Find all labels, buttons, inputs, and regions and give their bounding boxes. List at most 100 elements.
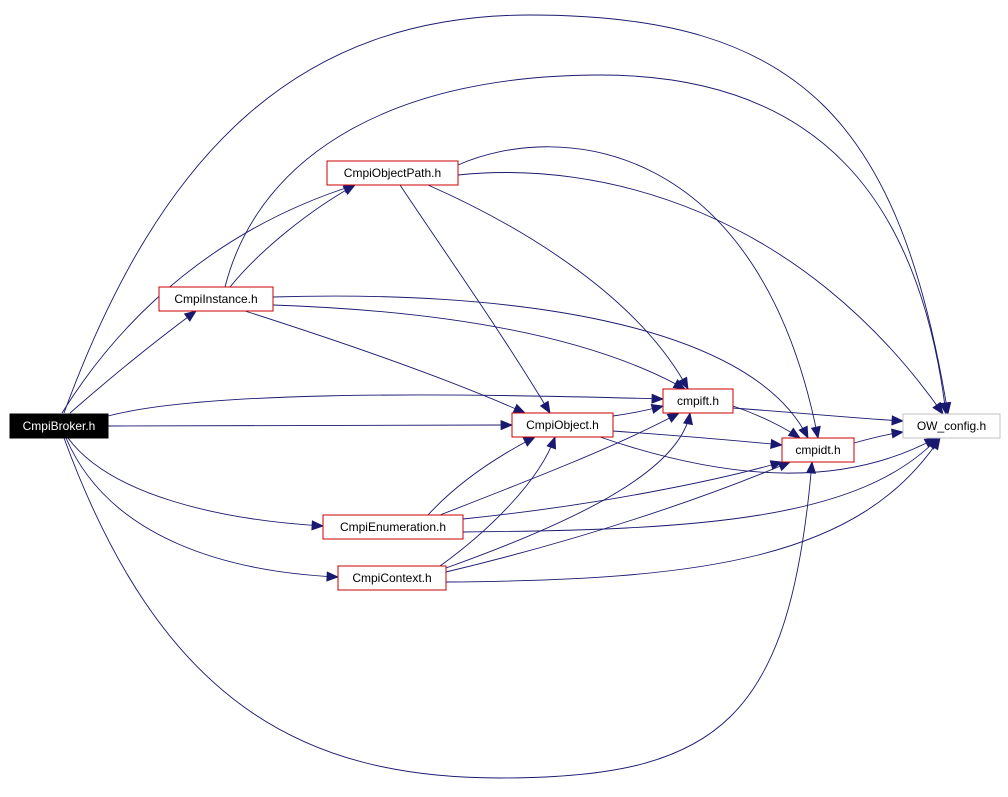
edge-cmpidt-to-ow-config [853, 428, 905, 444]
edge-cmpiinstance-to-ow-config [224, 74, 950, 416]
nodes-layer: CmpiBroker.h CmpiObjectPath.h CmpiInstan… [9, 160, 1001, 591]
node-cmpiobjectpath-box [326, 160, 459, 186]
node-cmpiobject-box [511, 412, 614, 438]
node-ow-config-box [902, 413, 1001, 439]
edge-cmpicontext-to-cmpidt [445, 461, 791, 573]
edge-line [457, 146, 819, 439]
edge-cmpibroker-to-cmpidt [63, 437, 817, 779]
edge-line [599, 436, 937, 474]
node-ow-config-label: OW_config.h [917, 419, 986, 433]
edge-cmpicontext-to-cmpift [445, 411, 694, 569]
edge-cmpiobjectpath-to-cmpiobject [399, 184, 551, 414]
edge-line [399, 184, 551, 414]
node-cmpift-label: cmpift.h [677, 394, 719, 408]
edge-line [63, 437, 813, 779]
node-cmpibroker-label: CmpiBroker.h [23, 419, 96, 433]
node-cmpiinstance-box [158, 286, 274, 312]
node-cmpicontext[interactable]: CmpiContext.h [337, 565, 447, 591]
edge-cmpiinstance-to-cmpidt [272, 295, 809, 439]
edge-cmpicontext-to-cmpiobject [439, 436, 557, 567]
edge-arrowhead [787, 427, 801, 439]
edge-line [229, 184, 356, 288]
node-cmpiinstance-label: CmpiInstance.h [174, 292, 257, 306]
edge-cmpienumeration-to-cmpiobject [427, 436, 536, 516]
edge-arrowhead [342, 184, 356, 196]
edge-line [612, 430, 783, 446]
edge-line [457, 172, 944, 415]
edge-cmpibroker-to-cmpift [107, 393, 665, 417]
edge-cmpibroker-to-cmpicontext [65, 437, 340, 582]
edge-arrowhead [683, 411, 694, 426]
node-cmpiinstance[interactable]: CmpiInstance.h [158, 286, 274, 312]
edge-arrowhead [311, 520, 325, 531]
edge-arrowhead [546, 436, 557, 450]
edge-arrowhead [891, 428, 905, 439]
edge-line [69, 310, 197, 414]
edge-cmpiobject-to-ow-config [599, 436, 937, 474]
edge-arrowhead [891, 415, 905, 426]
edge-cmpiobject-to-cmpift [612, 404, 665, 417]
node-cmpift-box [662, 388, 734, 414]
edge-cmpienumeration-to-ow-config [462, 437, 939, 533]
edge-line [244, 310, 526, 414]
edge-line [445, 412, 691, 569]
edge-line [107, 424, 513, 427]
edge-arrowhead [522, 436, 536, 447]
node-cmpidt-box [781, 437, 855, 463]
edge-cmpiinstance-to-cmpiobject [244, 310, 526, 414]
edge-line [439, 436, 556, 567]
edge-arrowhead [672, 378, 686, 390]
edge-line [61, 184, 356, 414]
node-cmpicontext-label: CmpiContext.h [352, 571, 431, 585]
edge-line [427, 436, 536, 516]
edge-arrowhead [183, 310, 197, 322]
edge-arrowhead [666, 412, 680, 423]
edge-arrowhead [651, 393, 665, 404]
edge-cmpibroker-to-cmpienumeration [67, 437, 325, 531]
node-cmpiobjectpath-label: CmpiObjectPath.h [344, 166, 441, 180]
edge-line [462, 437, 939, 533]
edge-line [272, 304, 686, 390]
edge-line [272, 295, 809, 439]
edge-arrowhead [512, 403, 526, 414]
node-cmpiobjectpath[interactable]: CmpiObjectPath.h [326, 160, 459, 186]
edge-arrowhead [932, 401, 944, 415]
edge-arrowhead [805, 460, 817, 474]
node-cmpidt-label: cmpidt.h [795, 443, 840, 457]
edge-line [445, 461, 791, 573]
edge-cmpiinstance-to-cmpiobjectpath [229, 184, 356, 288]
node-ow-config[interactable]: OW_config.h [902, 413, 1001, 439]
edge-line [427, 184, 689, 390]
node-cmpicontext-box [337, 565, 447, 591]
edge-arrowhead [326, 571, 340, 582]
edge-cmpienumeration-to-cmpift [439, 412, 680, 516]
edge-cmpibroker-to-cmpiobject [107, 420, 514, 431]
edge-line [732, 407, 904, 422]
edge-cmpiinstance-to-cmpift [272, 304, 686, 390]
edge-cmpiobject-to-cmpidt [612, 430, 784, 449]
edge-cmpibroker-to-ow-config [63, 14, 952, 416]
edge-arrowhead [770, 438, 784, 449]
node-cmpienumeration[interactable]: CmpiEnumeration.h [322, 514, 464, 540]
node-cmpidt[interactable]: cmpidt.h [781, 437, 855, 463]
edge-cmpibroker-to-cmpiinstance [69, 310, 197, 414]
edges-layer [61, 14, 952, 779]
edge-cmpiobjectpath-to-cmpidt [457, 146, 821, 440]
edge-line [107, 394, 664, 417]
node-cmpiobject-label: CmpiObject.h [526, 418, 599, 432]
node-cmpiobject[interactable]: CmpiObject.h [511, 412, 614, 438]
edge-line [65, 437, 339, 578]
edge-line [224, 74, 947, 415]
edge-cmpift-to-ow-config [732, 407, 905, 426]
node-cmpift[interactable]: cmpift.h [662, 388, 734, 414]
node-cmpienumeration-label: CmpiEnumeration.h [340, 520, 446, 534]
edge-line [439, 412, 680, 516]
edge-line [67, 437, 324, 527]
node-cmpibroker-box [9, 413, 109, 439]
edge-cmpicontext-to-ow-config [445, 437, 941, 583]
edge-arrowhead [678, 376, 689, 390]
edge-arrowhead [939, 402, 950, 416]
edge-cmpiobjectpath-to-cmpift [427, 184, 689, 390]
node-cmpibroker[interactable]: CmpiBroker.h [9, 413, 109, 439]
